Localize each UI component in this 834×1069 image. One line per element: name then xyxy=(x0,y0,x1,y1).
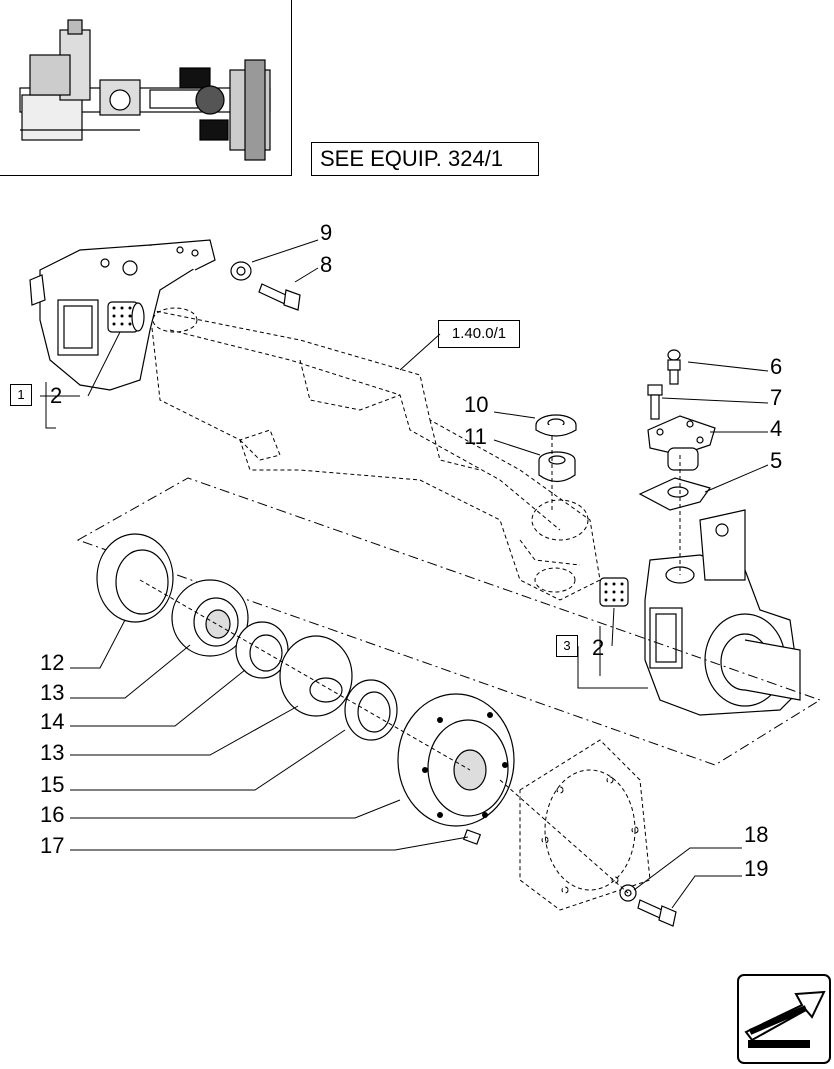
callout-10: 10 xyxy=(464,392,488,417)
bearing-13b xyxy=(279,635,353,717)
callout-18: 18 xyxy=(744,822,768,847)
pin-17 xyxy=(462,829,482,845)
nut-9 xyxy=(230,261,252,281)
washer-10 xyxy=(535,414,577,437)
callout-14: 14 xyxy=(40,709,64,734)
center-lines xyxy=(139,436,681,894)
kit-3-outline xyxy=(76,477,822,766)
callout-17: 17 xyxy=(40,833,64,858)
shim-5 xyxy=(638,477,711,511)
leader-lines xyxy=(40,239,769,909)
callout-13-b: 13 xyxy=(40,740,64,765)
bushing-11 xyxy=(538,451,576,483)
ring-nut-15 xyxy=(344,679,398,741)
thumbnail-frame xyxy=(0,0,292,176)
bearing-13a xyxy=(171,579,249,657)
bolt-8 xyxy=(258,283,301,311)
callout-8: 8 xyxy=(320,252,332,277)
callout-11: 11 xyxy=(464,424,487,449)
bolt-19 xyxy=(637,899,677,927)
screw-7 xyxy=(647,384,663,420)
cap-4 xyxy=(647,415,716,471)
grease-nipple-6 xyxy=(667,349,681,385)
hub-16 xyxy=(397,693,515,827)
callout-13-a: 13 xyxy=(40,680,64,705)
callout-9: 9 xyxy=(320,220,332,245)
axle-housing xyxy=(149,307,601,601)
callout-19: 19 xyxy=(744,856,768,881)
next-page-arrow-icon[interactable] xyxy=(737,974,831,1064)
axle-thumbnail-icon xyxy=(19,19,271,161)
callout-12: 12 xyxy=(40,650,64,675)
callout-2-left: 2 xyxy=(50,383,62,408)
see-equip-label: SEE EQUIP. 324/1 xyxy=(311,142,539,176)
callout-15: 15 xyxy=(40,772,64,797)
callout-16: 16 xyxy=(40,802,64,827)
seal-12 xyxy=(96,533,174,623)
callout-5: 5 xyxy=(770,448,782,473)
callout-7: 7 xyxy=(770,385,782,410)
callout-2-right: 2 xyxy=(592,635,604,660)
callout-6: 6 xyxy=(770,354,782,379)
assembly-ref-label: 1.40.0/1 xyxy=(438,320,520,348)
kit-box-1: 1 xyxy=(10,384,32,406)
callout-4: 4 xyxy=(770,416,782,441)
left-steering-knuckle xyxy=(29,239,216,391)
wheel-flange xyxy=(519,739,651,911)
right-steering-knuckle xyxy=(599,509,801,716)
